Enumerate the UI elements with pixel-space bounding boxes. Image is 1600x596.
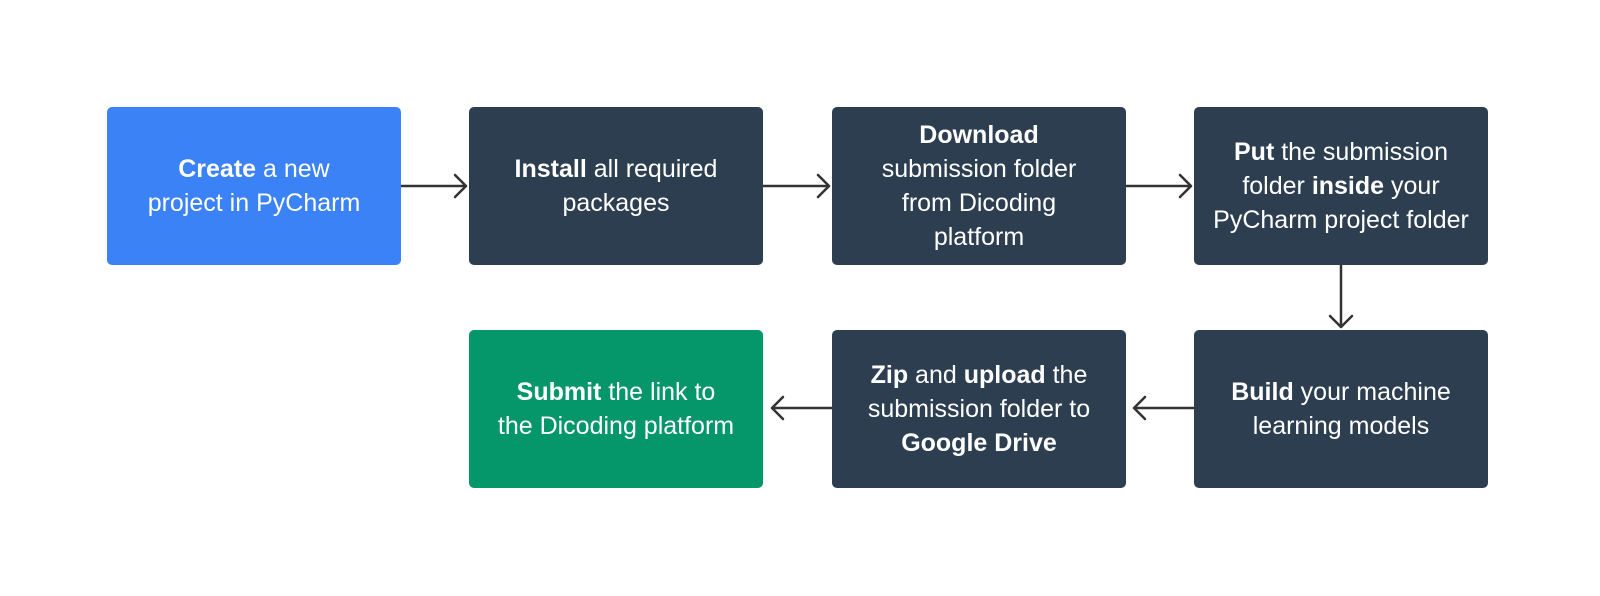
arrow-zip-to-submit	[770, 395, 834, 421]
step-text-bold: Google Drive	[901, 429, 1057, 457]
step-text: submission folder	[881, 155, 1077, 183]
step-install-packages: Install all required packages	[469, 107, 763, 265]
step-text: PyCharm project folder	[1213, 206, 1469, 234]
step-text: project in PyCharm	[147, 189, 361, 217]
arrow-put-to-build	[1328, 263, 1354, 329]
step-build-models: Build your machine learning models	[1194, 330, 1488, 488]
step-text-bold: Zip	[870, 361, 909, 389]
step-text: folder	[1242, 172, 1312, 200]
step-text: the	[1045, 361, 1088, 389]
step-text: platform	[933, 223, 1025, 251]
step-install-packages-text: Install all required packages	[515, 152, 718, 220]
step-text: learning models	[1252, 412, 1430, 440]
step-text-bold: inside	[1311, 172, 1385, 200]
step-text-bold: Download	[919, 121, 1039, 149]
step-text: all required	[586, 155, 718, 183]
step-text-bold: Create	[178, 155, 257, 183]
arrow-build-to-zip	[1132, 395, 1196, 421]
step-text-bold: Put	[1234, 138, 1275, 166]
step-build-models-text: Build your machine learning models	[1231, 375, 1451, 443]
step-submit-link: Submit the link to the Dicoding platform	[469, 330, 763, 488]
step-text-bold: Install	[514, 155, 587, 183]
step-text: submission folder to	[867, 395, 1091, 423]
step-text: from Dicoding	[901, 189, 1057, 217]
step-zip-upload-text: Zip and upload the submission folder to Go…	[868, 358, 1090, 460]
step-text: packages	[562, 189, 670, 217]
step-text: your	[1384, 172, 1440, 200]
step-text: a new	[256, 155, 330, 183]
arrow-download-to-put	[1124, 173, 1193, 199]
step-text: and	[908, 361, 964, 389]
step-text: your machine	[1293, 378, 1451, 406]
step-text: the Dicoding platform	[497, 412, 735, 440]
step-zip-upload: Zip and upload the submission folder to Go…	[832, 330, 1126, 488]
step-text-bold: Build	[1231, 378, 1294, 406]
step-create-project-text: Create a new project in PyCharm	[148, 152, 361, 220]
arrow-create-to-install	[399, 173, 468, 199]
step-download-folder: Download submission folder from Dicoding pl…	[832, 107, 1126, 265]
arrow-install-to-download	[761, 173, 831, 199]
step-create-project: Create a new project in PyCharm	[107, 107, 401, 265]
step-text-bold: Submit	[516, 378, 602, 406]
step-text: the link to	[601, 378, 716, 406]
step-text: the submission	[1274, 138, 1448, 166]
step-download-folder-text: Download submission folder from Dicoding pl…	[882, 118, 1077, 254]
step-text-bold: upload	[963, 361, 1046, 389]
step-submit-link-text: Submit the link to the Dicoding platform	[498, 375, 734, 443]
